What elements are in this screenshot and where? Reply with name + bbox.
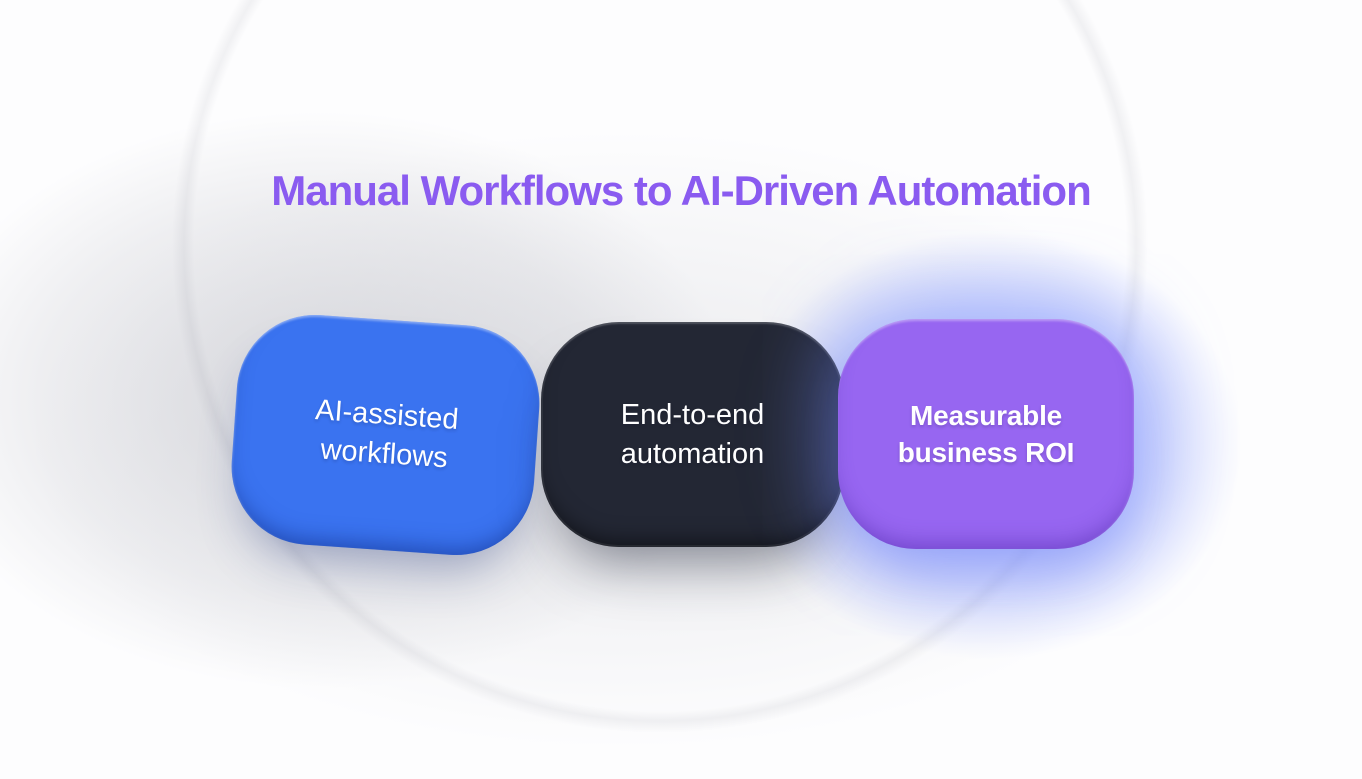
card-label-line2: business ROI	[897, 437, 1075, 468]
card-label-line2: automation	[620, 437, 765, 470]
card-label: End-to-end automation	[621, 396, 765, 474]
slide-title: Manual Workflows to AI-Driven Automation	[271, 167, 1091, 214]
card-label-line1: End-to-end	[620, 398, 765, 431]
card-end-to-end-automation: End-to-end automation	[541, 322, 844, 547]
card-label: AI-assisted workflows	[311, 391, 460, 479]
card-label: Measurable business ROI	[898, 397, 1075, 471]
card-measurable-business-roi: Measurable business ROI	[838, 319, 1134, 549]
card-ai-assisted-workflows: AI-assisted workflows	[226, 309, 545, 561]
card-label-line1: Measurable	[909, 400, 1063, 431]
